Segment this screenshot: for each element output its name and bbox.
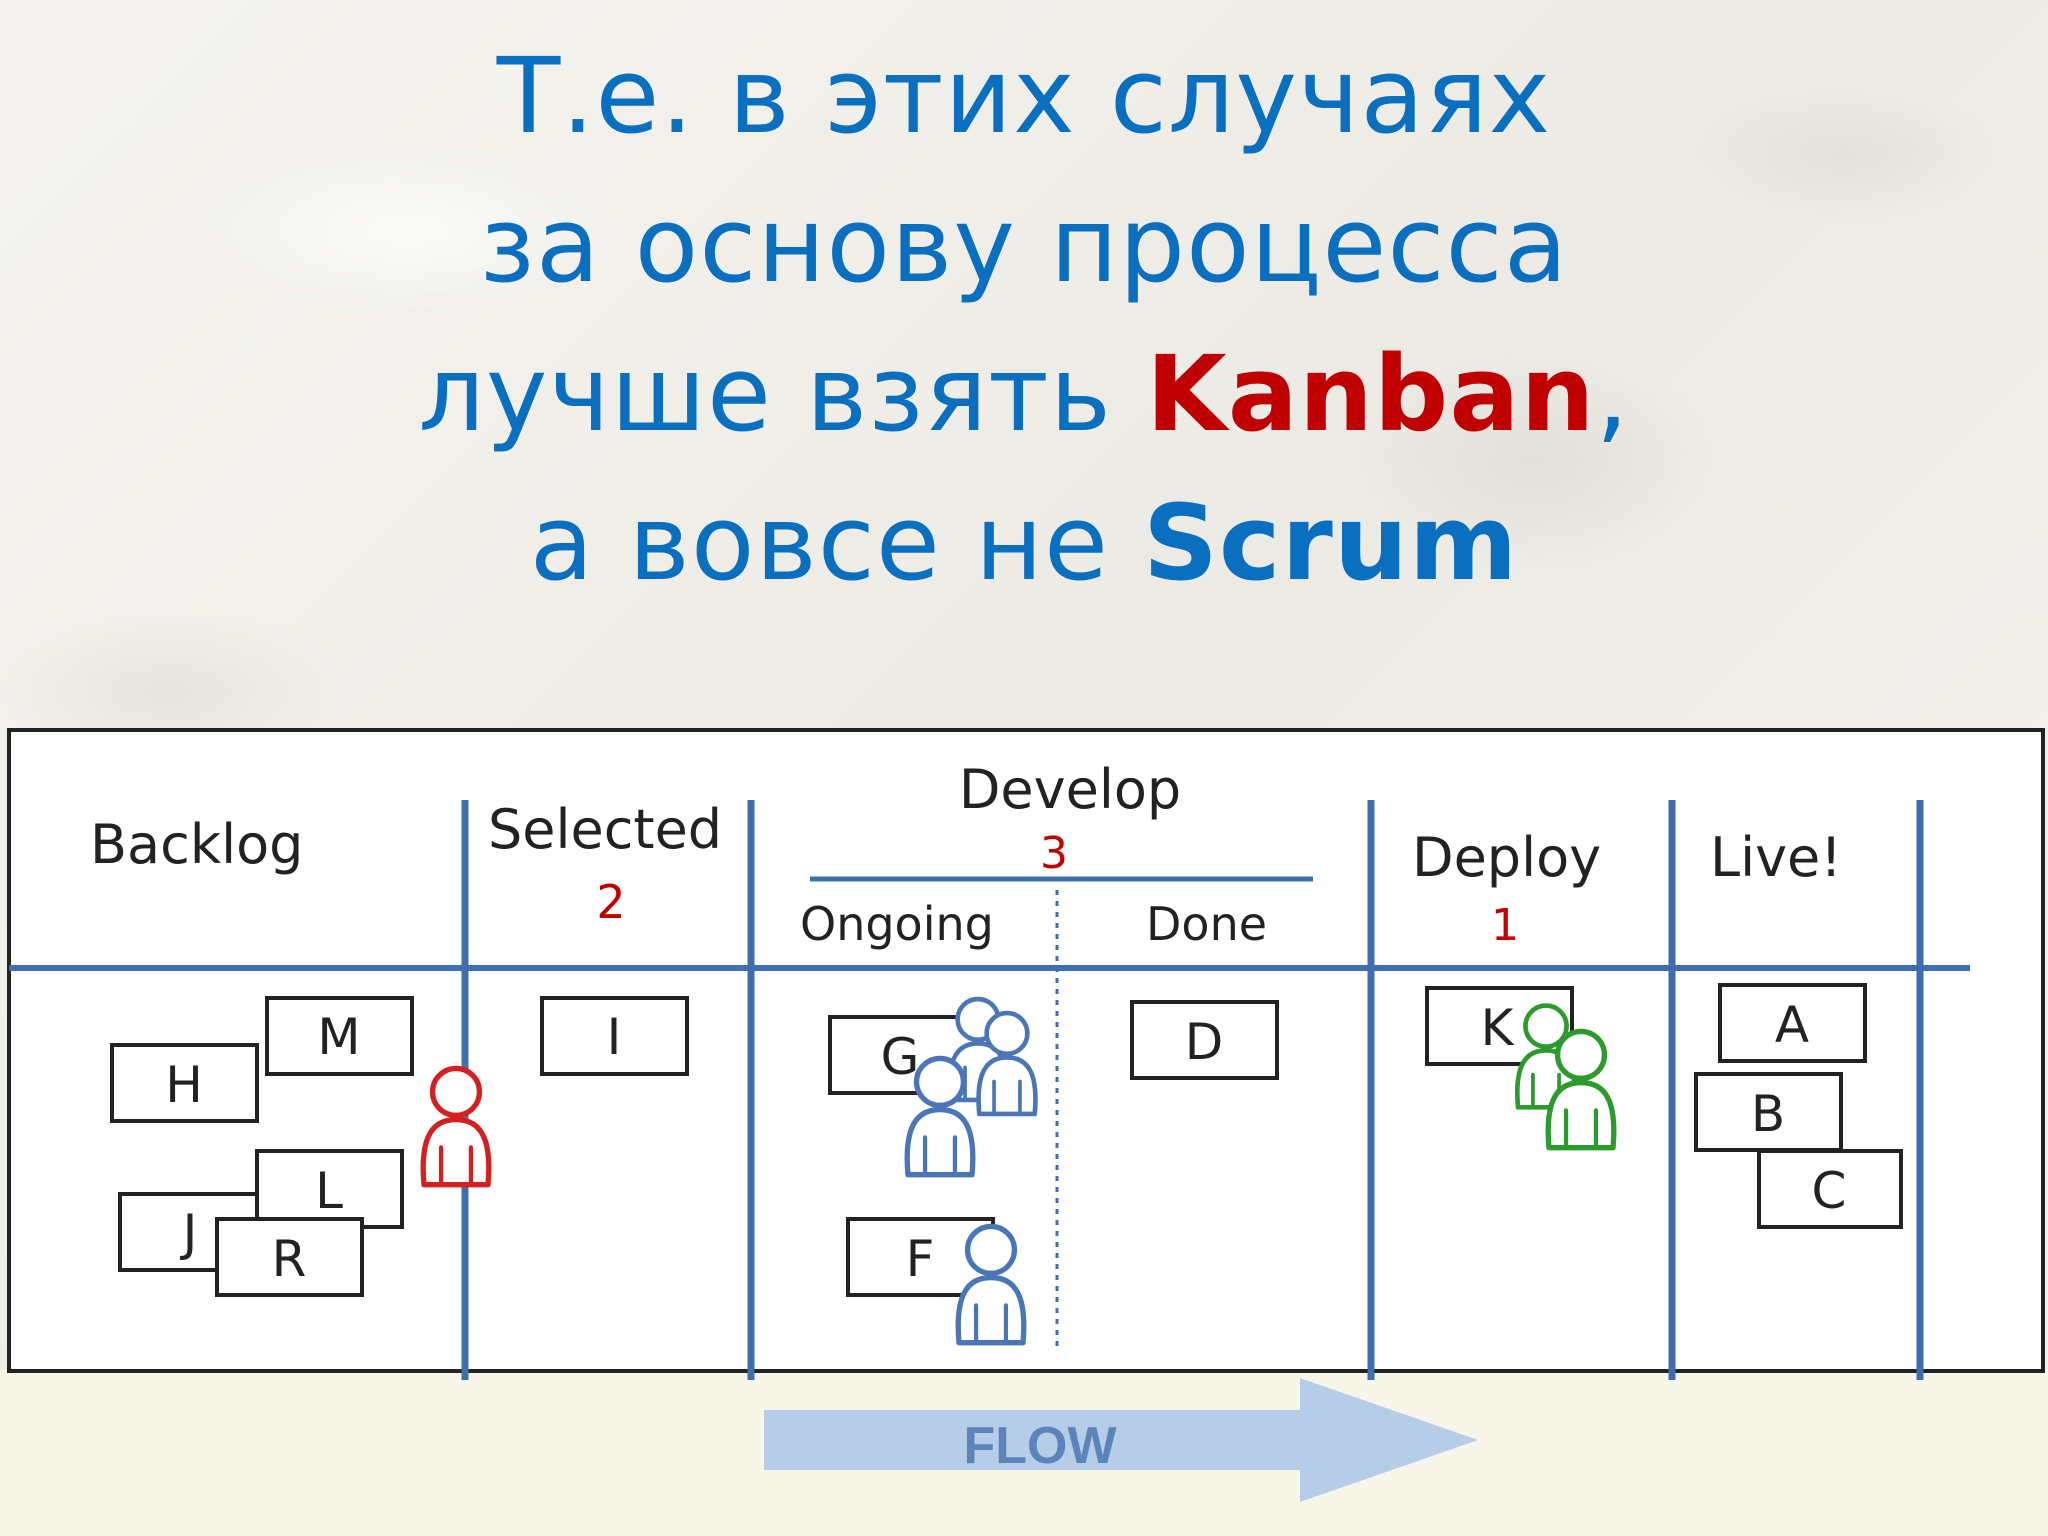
- card-i: I: [540, 996, 689, 1076]
- column-selected: Selected: [488, 798, 722, 861]
- card-j-label: J: [180, 1204, 198, 1262]
- card-g: G: [828, 1015, 977, 1095]
- develop-wip-limit: 3: [1040, 828, 1068, 879]
- card-m: M: [265, 996, 414, 1076]
- column-develop: Develop: [959, 758, 1181, 821]
- card-f-label: F: [906, 1230, 935, 1288]
- card-a: A: [1718, 983, 1867, 1063]
- subcolumn-done: Done: [1146, 897, 1267, 951]
- person-blue-icon-4: [958, 1226, 1024, 1342]
- person-blue-icon-2: [979, 1013, 1036, 1114]
- card-b-label: B: [1751, 1085, 1785, 1143]
- subcolumn-ongoing: Ongoing: [800, 897, 994, 951]
- column-live: Live!: [1710, 826, 1842, 889]
- card-h-label: H: [165, 1056, 203, 1114]
- person-red-icon: [423, 1068, 489, 1184]
- headline-line-2: за основу процесса: [479, 184, 1569, 306]
- scrum-keyword: Scrum: [1143, 482, 1519, 604]
- card-h: H: [110, 1043, 259, 1123]
- headline-comma: ,: [1595, 333, 1630, 455]
- flow-arrow: [764, 1378, 1478, 1502]
- selected-wip-limit: 2: [596, 875, 625, 929]
- card-c: C: [1757, 1149, 1903, 1229]
- kanban-keyword: Kanban: [1146, 333, 1596, 455]
- column-backlog: Backlog: [90, 813, 303, 876]
- card-d: D: [1130, 1000, 1279, 1080]
- card-l: L: [255, 1149, 404, 1229]
- person-blue-icon-3: [907, 1058, 973, 1174]
- card-d-label: D: [1185, 1013, 1224, 1071]
- headline-line-1: Т.е. в этих случаях: [496, 35, 1552, 157]
- headline: Т.е. в этих случаях за основу процесса л…: [0, 22, 2048, 618]
- headline-line-4-text: а вовсе не: [529, 482, 1143, 604]
- headline-line-3: лучше взять Kanban,: [0, 320, 2048, 469]
- column-deploy: Deploy: [1412, 826, 1601, 889]
- headline-line-3-text: лучше взять: [418, 333, 1147, 455]
- card-k-label: K: [1481, 999, 1515, 1057]
- card-b: B: [1694, 1072, 1843, 1152]
- card-c-label: C: [1812, 1162, 1847, 1220]
- person-green-icon-2: [1548, 1031, 1614, 1147]
- card-g-label: G: [881, 1028, 920, 1086]
- deploy-wip-limit: 1: [1491, 900, 1519, 951]
- headline-line-4: а вовсе не Scrum: [0, 469, 2048, 618]
- card-r-label: R: [272, 1230, 307, 1288]
- card-r: R: [215, 1217, 364, 1297]
- card-i-label: I: [607, 1008, 622, 1066]
- card-l-label: L: [315, 1162, 343, 1220]
- flow-label: FLOW: [963, 1417, 1117, 1475]
- card-a-label: A: [1775, 996, 1809, 1054]
- card-m-label: M: [317, 1008, 360, 1066]
